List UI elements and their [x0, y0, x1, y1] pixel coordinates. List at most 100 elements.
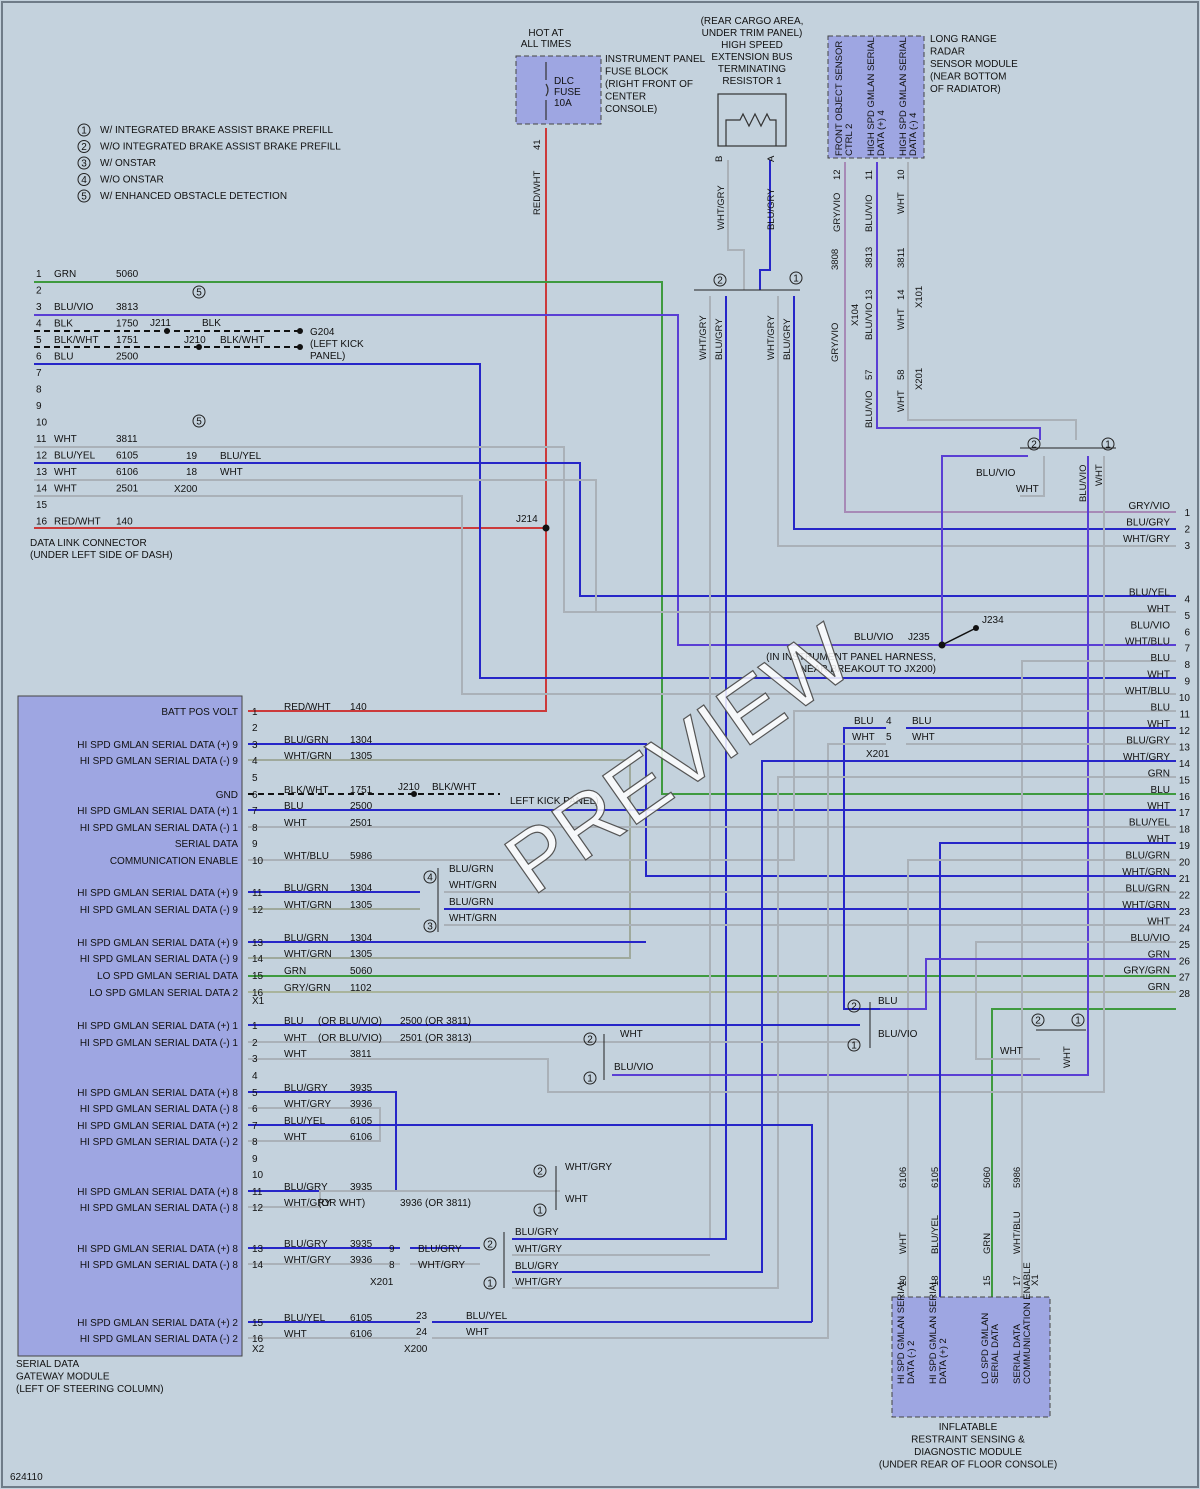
br-wht: WHT — [1000, 1046, 1023, 1057]
legend-item-2-circle — [77, 140, 91, 153]
radar-pin-10: 10 — [896, 169, 907, 180]
gateway-module — [17, 695, 243, 1357]
gw-x1-pin-name-1: HI SPD GMLAN SERIAL DATA (+) 1 — [77, 1021, 238, 1032]
br-wht-vertical: WHT — [1062, 1046, 1073, 1068]
gw-x1-pin-alt-1: (OR BLU/VIO) — [318, 1016, 382, 1027]
right-pin-25: 25 — [1179, 940, 1191, 951]
radar-branch-1-wht: WHT — [1094, 464, 1105, 486]
ab-pin-name-0a: HI SPD GMLAN SERIAL — [896, 1279, 907, 1384]
dlc-pin-11: 11 — [36, 434, 47, 445]
legend-item-3-num: 3 — [81, 159, 87, 170]
x201-pin-57: 57 — [864, 369, 875, 380]
wire-blugry-1 — [793, 296, 1176, 530]
modules — [17, 35, 1051, 1418]
gw-pin-7: 7 — [252, 806, 258, 817]
airbag-module — [891, 1296, 1051, 1418]
x1c-whtgry: WHT/GRY — [565, 1162, 612, 1173]
dlc-pin-12: 12 — [36, 451, 48, 462]
x201-option-2-circle — [483, 1237, 497, 1251]
wires — [34, 128, 1176, 1339]
gw-x2-pin-circuit-15: 6105 — [350, 1313, 373, 1324]
gw-pin-color-16: GRY/GRN — [284, 983, 331, 994]
onstar-blugrn-2: BLU/GRN — [449, 897, 493, 908]
fuse-block-label-3: CENTER — [605, 92, 646, 103]
ab-wire-bluyel: BLU/YEL — [930, 1215, 941, 1254]
gw-pin-color-4: WHT/GRN — [284, 751, 332, 762]
dlc-label-0: DATA LINK CONNECTOR — [30, 538, 147, 549]
gw-pin-11: 11 — [252, 888, 263, 899]
gw-pin-circuit-6: 1751 — [350, 785, 373, 796]
legend-item-4-num: 4 — [81, 175, 87, 186]
dlc-pin-color-4: BLK — [54, 319, 73, 330]
dlc-pin-color-14: WHT — [54, 484, 77, 495]
gw-pin-color-7: BLU — [284, 801, 303, 812]
gw-pin-name-14: HI SPD GMLAN SERIAL DATA (-) 9 — [80, 954, 239, 965]
x101-pin-13: 13 — [864, 289, 875, 300]
legend-text-4: W/O ONSTAR — [100, 175, 164, 186]
resistor-box — [717, 93, 787, 147]
right-wire-color-24: WHT — [1147, 916, 1170, 927]
gw-x1-pin-14: 14 — [252, 1260, 264, 1271]
g204-dot1 — [297, 328, 303, 334]
dlc-pin-circuit-14: 2501 — [116, 484, 139, 495]
fuse-label-0: DLC — [554, 76, 574, 87]
ab-pin-20: 20 — [898, 1275, 909, 1286]
wire-x200-24 — [432, 1042, 829, 1339]
right-pin-10: 10 — [1179, 693, 1191, 704]
right-wire-color-18: BLU/YEL — [1129, 818, 1171, 829]
x200-bluyel: BLU/YEL — [220, 451, 262, 462]
right-wire-color-2: BLU/GRY — [1126, 517, 1170, 528]
wire-wht-x201-5 — [827, 743, 886, 1042]
dlc-pin-14: 14 — [36, 484, 48, 495]
g204-dot2 — [297, 344, 303, 350]
wire-blugry-2 — [512, 296, 727, 1240]
radar-pin-12: 12 — [832, 169, 843, 180]
junction-j210-gw: J210 — [398, 782, 420, 793]
gateway-label-2: (LEFT OF STEERING COLUMN) — [16, 1384, 164, 1395]
gw-pin-name-9: SERIAL DATA — [175, 839, 238, 850]
wire-blugry-13 — [512, 760, 1176, 1273]
gw-x1-pin-circuit-5: 3935 — [350, 1083, 373, 1094]
gw-x2-pin-color-15: BLU/YEL — [284, 1313, 326, 1324]
ab-circuit-5986: 5986 — [1012, 1167, 1023, 1188]
x201-option-1-num: 1 — [487, 1279, 493, 1290]
radar-label-1: RADAR — [930, 47, 965, 58]
gw-pin-circuit-1: 140 — [350, 702, 367, 713]
gw-pin-circuit-8: 2501 — [350, 818, 373, 829]
fuse-block-label-0: INSTRUMENT PANEL — [605, 54, 706, 65]
right-wire-color-16: BLU — [1151, 785, 1170, 796]
right-pin-14: 14 — [1179, 759, 1191, 770]
legend-text-2: W/O INTEGRATED BRAKE ASSIST BRAKE PREFIL… — [100, 142, 341, 153]
gw-x1-pin-name-2: HI SPD GMLAN SERIAL DATA (-) 1 — [80, 1038, 239, 1049]
wire-whtblu-7 — [1021, 660, 1176, 1297]
right-pin-21: 21 — [1179, 874, 1191, 885]
gw-left-kick-panel: LEFT KICK PANEL) — [510, 796, 599, 807]
dlc-pin-9: 9 — [36, 401, 42, 412]
gw-x1-pin-9: 9 — [252, 1154, 258, 1165]
fuse-label-2: 10A — [554, 98, 572, 109]
br-option-2-circle — [1031, 1013, 1045, 1027]
x1-blu: BLU — [878, 996, 897, 1007]
airbag-label-2: DIAGNOSTIC MODULE — [914, 1447, 1022, 1458]
onstar-option-3-num: 3 — [427, 922, 433, 933]
onstar-whtgrn-1: WHT/GRN — [449, 880, 497, 891]
right-wire-color-9: WHT — [1147, 670, 1170, 681]
wire-bluvio-radar — [876, 162, 1041, 440]
gw-x1-pin-name-14: HI SPD GMLAN SERIAL DATA (-) 8 — [80, 1260, 239, 1271]
radar-branch-bluvio: BLU/VIO — [976, 468, 1016, 479]
right-wire-color-26: GRN — [1148, 949, 1170, 960]
fuse-block — [515, 55, 602, 125]
x201-pin-9: 9 — [389, 1244, 395, 1255]
g204-label-2: PANEL) — [310, 351, 345, 362]
gw-x1-pin-circuit-2: 2501 (OR 3813) — [400, 1033, 472, 1044]
gw-pin-name-1: BATT POS VOLT — [161, 707, 238, 718]
legend-item-2-num: 2 — [81, 142, 87, 153]
fuse-wire-color: RED/WHT — [532, 170, 543, 215]
gw-x1-pin-circuit-13: 3935 — [350, 1239, 373, 1250]
radar-wire-wht-3: WHT — [896, 390, 907, 412]
right-wire-color-7: WHT/BLU — [1125, 637, 1170, 648]
fuse-symbol — [545, 62, 549, 120]
dlc-pin-color-6: BLU — [54, 352, 73, 363]
right-wire-color-27: GRY/GRN — [1124, 966, 1171, 977]
dlc-pin-7: 7 — [36, 368, 42, 379]
